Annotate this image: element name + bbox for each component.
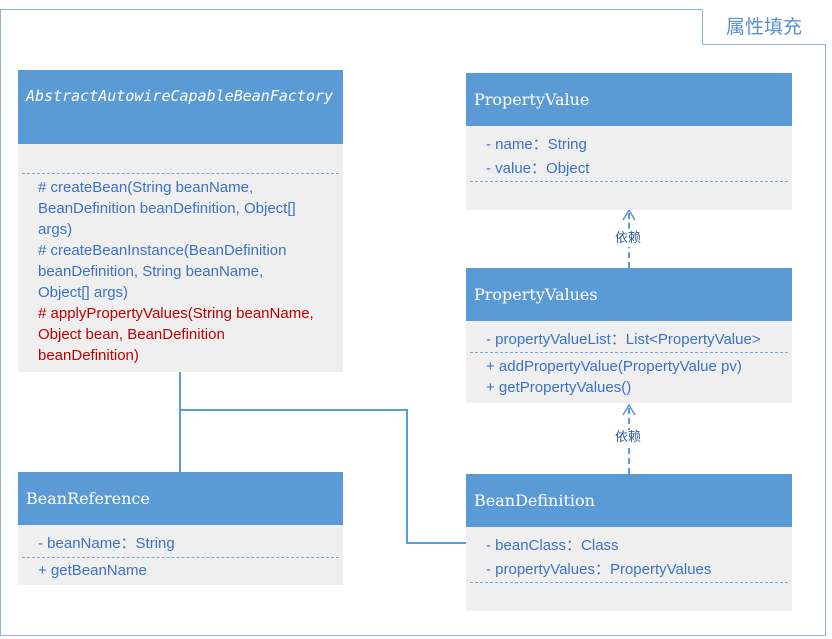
method-line: # createBean(String beanName,: [38, 179, 254, 196]
class-property-values: PropertyValues - propertyValueList：List<…: [466, 268, 792, 403]
class-bean-reference: BeanReference - beanName：String + getBea…: [18, 472, 343, 585]
highlighted-method-line: # applyPropertyValues(String beanName,: [38, 305, 314, 322]
diagram-frame: [0, 9, 826, 636]
method-line: args): [38, 221, 73, 238]
separator: [22, 173, 339, 174]
connector-horizontal-to-beandefinition: [406, 542, 467, 544]
separator: [470, 181, 788, 182]
method-line: + getBeanName: [38, 562, 147, 579]
class-abstract-autowire-capable-bean-factory: AbstractAutowireCapableBeanFactory # cre…: [18, 70, 343, 372]
separator: [470, 582, 788, 583]
class-name-bean-reference: BeanReference: [18, 472, 343, 525]
class-name-property-value: PropertyValue: [466, 73, 792, 126]
method-line: # createBeanInstance(BeanDefinition: [38, 242, 287, 259]
method-line: beanDefinition, String beanName,: [38, 263, 264, 280]
attribute-line: - beanName：String: [38, 535, 175, 552]
class-name-property-values: PropertyValues: [466, 268, 792, 321]
method-line: Object[] args): [38, 284, 129, 301]
separator: [22, 557, 339, 558]
method-line: BeanDefinition beanDefinition, Object[]: [38, 200, 296, 217]
separator: [470, 352, 788, 353]
connector-vertical-to-beandefinition: [406, 409, 408, 544]
class-property-value: PropertyValue - name：String - value：Obje…: [466, 73, 792, 210]
dependency-arrowhead-2: [622, 403, 636, 416]
diagram-title: 属性填充: [725, 16, 802, 38]
connector-factory-to-beanreference: [179, 372, 181, 472]
class-name-bean-definition: BeanDefinition: [466, 474, 792, 527]
attribute-line: - value：Object: [486, 160, 590, 177]
class-bean-definition: BeanDefinition - beanClass：Class - prope…: [466, 474, 792, 611]
attribute-line: - name：String: [486, 136, 587, 153]
method-line: + addPropertyValue(PropertyValue pv): [486, 358, 742, 375]
highlighted-method-line: beanDefinition): [38, 347, 139, 364]
dependency-label-1: 依赖: [613, 231, 644, 247]
dependency-arrowhead-1: [622, 208, 636, 221]
attribute-line: - propertyValues：PropertyValues: [486, 561, 712, 578]
attribute-line: - beanClass：Class: [486, 537, 619, 554]
highlighted-method-line: Object bean, BeanDefinition: [38, 326, 225, 343]
method-line: + getPropertyValues(): [486, 379, 632, 396]
connector-factory-horizontal: [179, 409, 408, 411]
class-name-factory: AbstractAutowireCapableBeanFactory: [18, 70, 343, 144]
dependency-label-2: 依赖: [613, 430, 644, 446]
frame-title-tab: [702, 9, 826, 45]
attribute-line: - propertyValueList：List<PropertyValue>: [486, 331, 761, 348]
